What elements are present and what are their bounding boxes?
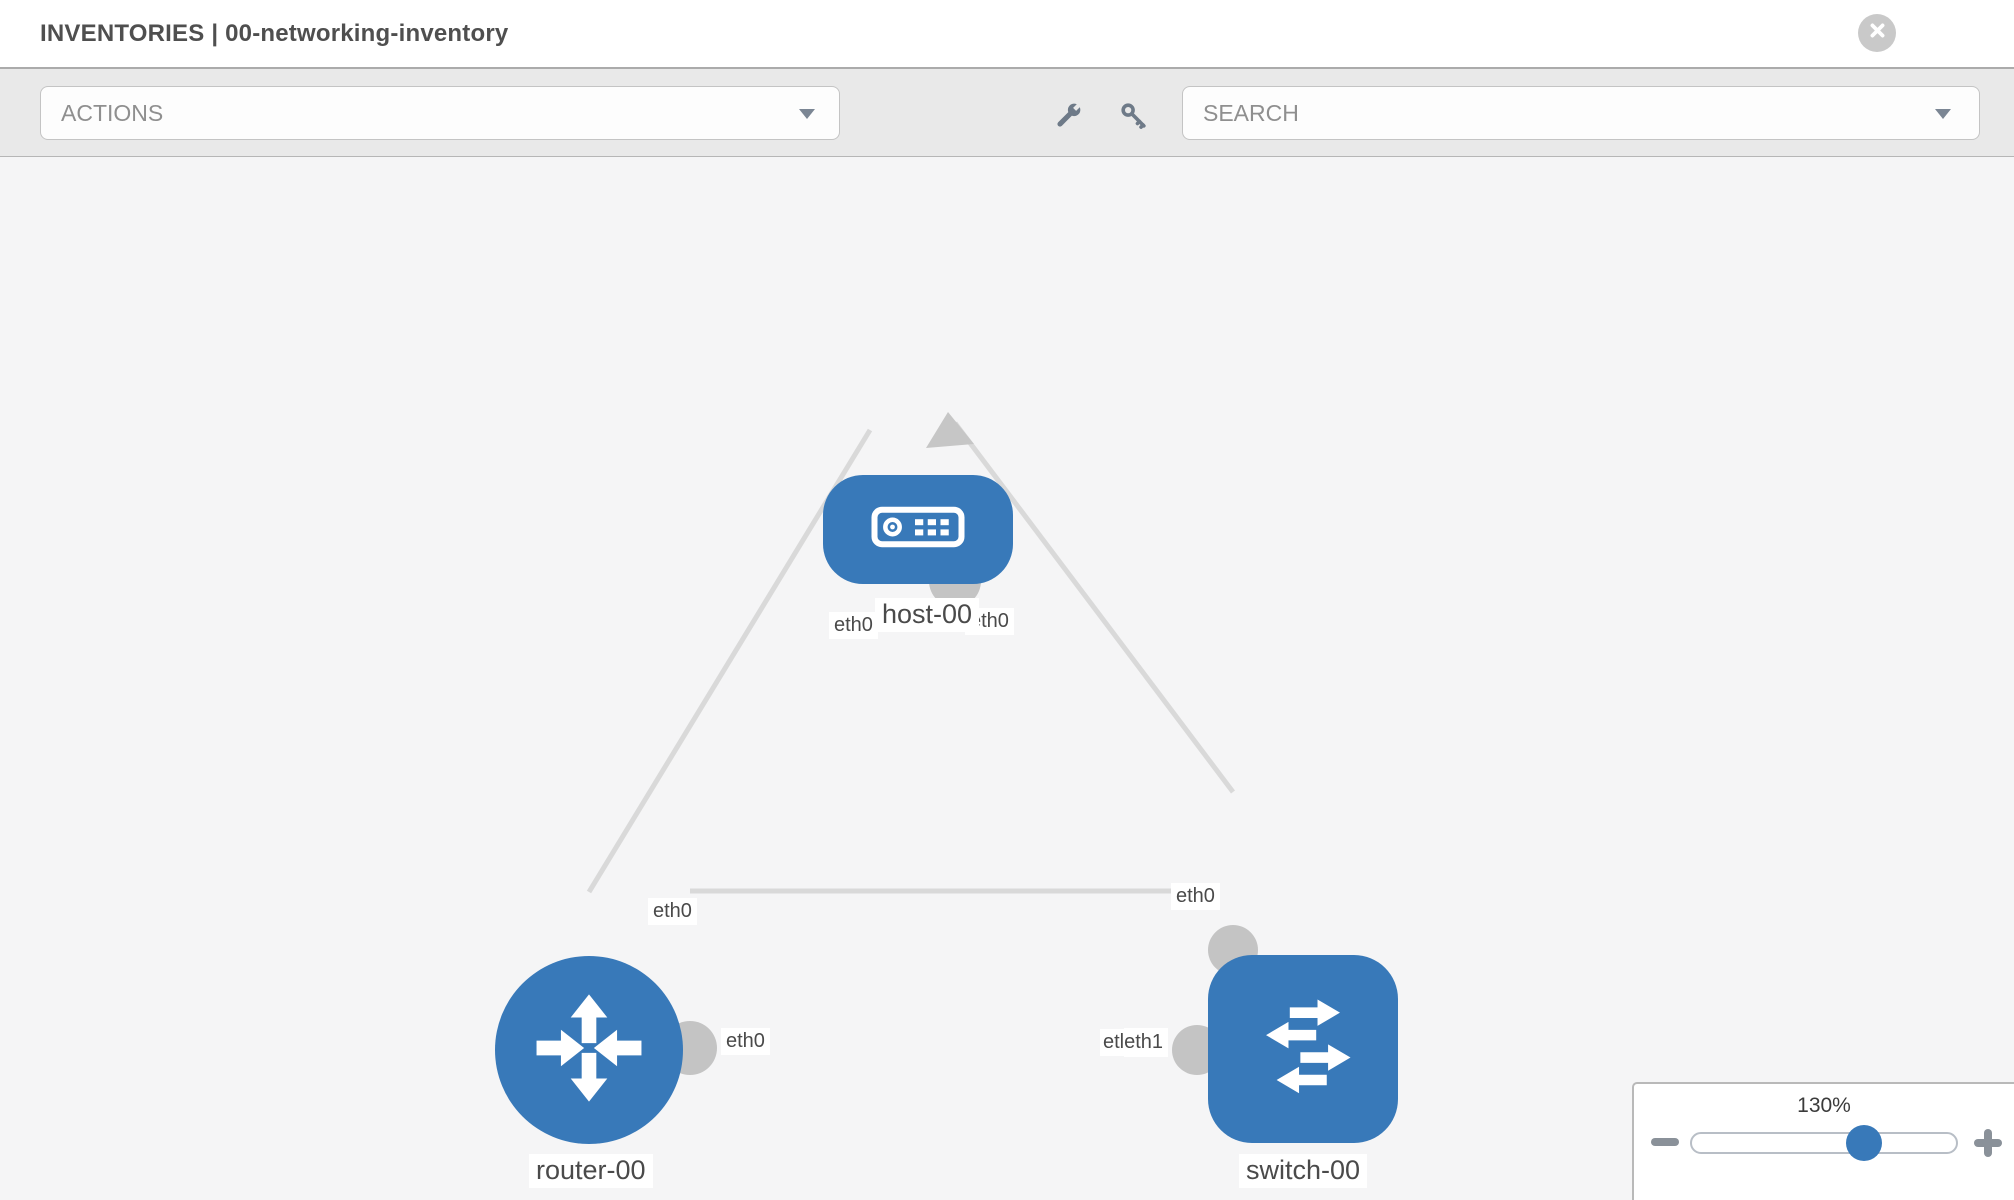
switch-icon <box>1237 981 1369 1118</box>
port-label: eth0 <box>721 1028 770 1055</box>
key-button[interactable] <box>1112 96 1156 140</box>
link-host-switch[interactable] <box>953 421 1235 794</box>
port-label: eth0 <box>1171 883 1220 910</box>
server-icon <box>870 503 966 556</box>
actions-dropdown[interactable]: ACTIONS <box>40 86 840 140</box>
search-dropdown[interactable]: SEARCH <box>1182 86 1980 140</box>
search-placeholder: SEARCH <box>1203 100 1299 126</box>
port-label-clipped: etl <box>1100 1029 1125 1056</box>
node-host-00[interactable] <box>823 475 1013 584</box>
close-icon <box>1868 21 1887 45</box>
zoom-slider-track[interactable] <box>1690 1132 1958 1154</box>
zoom-level-label: 130% <box>1797 1094 1851 1117</box>
zoom-in-button[interactable] <box>1973 1128 2003 1158</box>
port-label-overlapping: etleth1 <box>1100 1028 1169 1057</box>
toolbar: ACTIONS SEA <box>0 67 2014 157</box>
switch-icon-node[interactable] <box>1208 955 1398 1143</box>
link-arrowhead <box>926 412 974 448</box>
topology-links-layer <box>586 412 1235 894</box>
node-label-router: router-00 <box>529 1154 653 1188</box>
chevron-down-icon <box>1935 109 1951 119</box>
actions-dropdown-label: ACTIONS <box>61 100 164 126</box>
port-label: eth1 <box>1124 1028 1169 1057</box>
zoom-out-button[interactable] <box>1651 1138 1679 1146</box>
wrench-icon <box>1051 99 1085 138</box>
close-button[interactable] <box>1858 14 1896 52</box>
key-icon <box>1118 100 1150 137</box>
port-label: eth0 <box>829 612 878 639</box>
configure-wrench-button[interactable] <box>1046 96 1090 140</box>
zoom-control-panel: 130% <box>1632 1082 2014 1200</box>
page-title: INVENTORIES | 00-networking-inventory <box>40 20 509 47</box>
node-label-host: host-00 <box>875 598 980 632</box>
port-label: eth0 <box>648 898 697 925</box>
node-router-00[interactable] <box>495 956 683 1144</box>
router-icon <box>528 987 650 1114</box>
topology-canvas[interactable]: eth0 eth0 eth0 eth0 eth0 etleth1 host-00… <box>0 158 2014 1200</box>
node-label-switch: switch-00 <box>1239 1154 1368 1188</box>
chevron-down-icon <box>799 109 815 119</box>
plus-icon <box>1984 1129 1992 1157</box>
zoom-slider-handle[interactable] <box>1846 1125 1882 1161</box>
title-bar: INVENTORIES | 00-networking-inventory <box>0 0 2014 67</box>
